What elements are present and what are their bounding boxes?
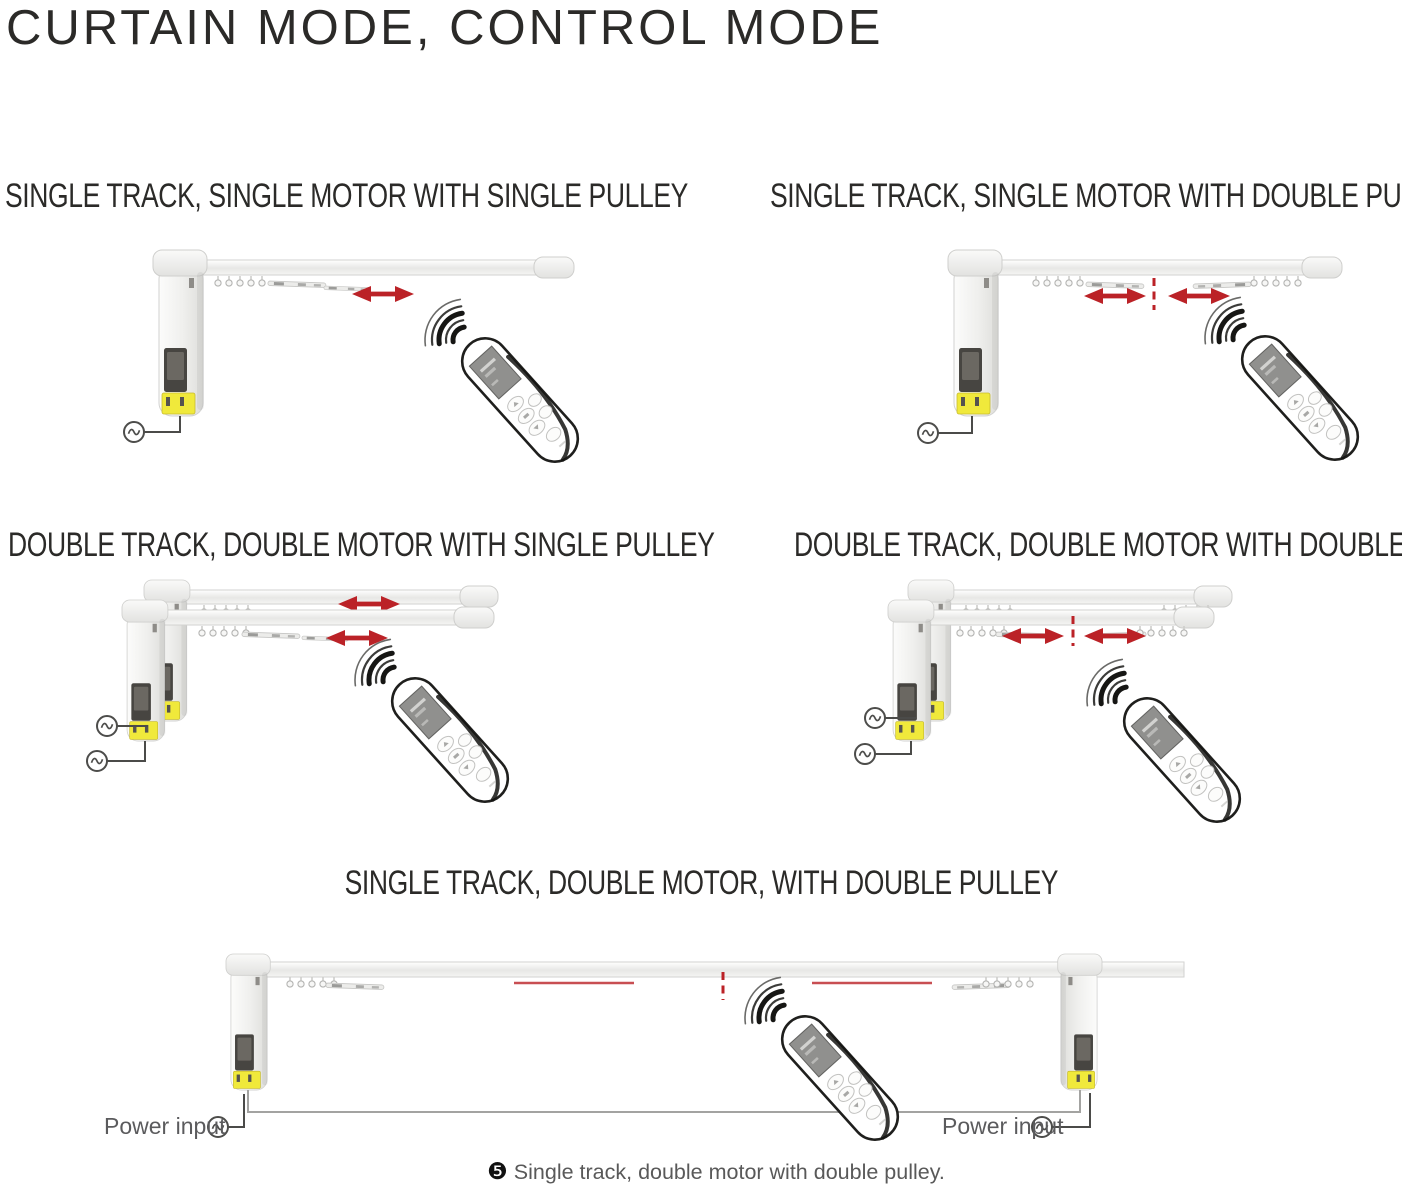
curtain-track [947, 589, 1199, 605]
signal-waves-icon [740, 977, 786, 1023]
power-cord [107, 741, 146, 762]
remote-control [450, 326, 590, 474]
curtain-track [183, 589, 465, 605]
belt-carrier [1192, 281, 1252, 290]
figure-caption-text: Single track, double motor with double p… [513, 1160, 945, 1184]
diagram-double-track-double-motor-single-pulley [86, 579, 520, 814]
move-arrow-icon [1002, 628, 1064, 644]
ac-power-icon [864, 707, 886, 729]
signal-waves-icon [350, 639, 396, 685]
diagram-single-track-double-motor-double-pulley [207, 953, 1185, 1152]
remote-control [1112, 686, 1252, 834]
glider-hooks [1032, 275, 1084, 287]
belt-carrier [1085, 281, 1145, 290]
section-title-4: DOUBLE TRACK, DOUBLE MOTOR WITH DOUBLE P… [794, 526, 1402, 564]
move-arrow-icon [326, 630, 388, 646]
section-title-2: SINGLE TRACK, SINGLE MOTOR WITH DOUBLE P… [770, 177, 1402, 215]
track-end-cap [1301, 256, 1343, 279]
belt-carrier [267, 280, 327, 289]
section-title-1: SINGLE TRACK, SINGLE MOTOR WITH SINGLE P… [5, 177, 688, 215]
motor-unit [121, 599, 169, 742]
power-cord [938, 416, 973, 434]
curtain-track [195, 259, 539, 276]
remote-control [1230, 324, 1370, 472]
signal-waves-icon [1082, 659, 1128, 705]
belt-carrier [951, 982, 1011, 991]
move-arrow-icon [1084, 288, 1146, 304]
belt-carrier [325, 982, 385, 991]
section-title-3: DOUBLE TRACK, DOUBLE MOTOR WITH SINGLE P… [8, 526, 715, 564]
move-arrow-icon [1084, 628, 1146, 644]
diagram-double-track-double-motor-double-pulley [854, 579, 1252, 834]
glider-hooks [214, 275, 266, 287]
power-input-label-left: Power input [104, 1113, 226, 1139]
section-title-5: SINGLE TRACK, DOUBLE MOTOR, WITH DOUBLE … [344, 864, 1058, 902]
ac-power-icon [96, 715, 118, 737]
ac-power-icon [86, 750, 108, 772]
page-title: CURTAIN MODE, CONTROL MODE [6, 1, 884, 55]
power-cord [1052, 1093, 1091, 1128]
ac-power-icon [917, 422, 939, 444]
move-arrow-icon [1168, 288, 1230, 304]
glider-hooks [1250, 275, 1302, 287]
track-end-cap [459, 585, 499, 608]
belt-carrier [241, 631, 301, 640]
track-end-cap [533, 256, 575, 279]
motor-unit [947, 249, 1003, 417]
motor-link-line [247, 1090, 1081, 1113]
figure-number-badge: ❺ [487, 1158, 508, 1184]
curtain-track [989, 259, 1307, 276]
track-end-cap [453, 606, 495, 629]
curtain-track [927, 609, 1179, 626]
signal-waves-icon [1200, 297, 1246, 343]
motor-unit [1057, 953, 1103, 1091]
remote-control [770, 1004, 910, 1152]
motor-unit [887, 599, 935, 742]
motor-unit [152, 249, 208, 417]
ac-power-icon [123, 421, 145, 443]
power-cord [228, 1094, 245, 1128]
remote-control [380, 666, 520, 814]
diagram-single-track-single-motor-single-pulley [123, 249, 590, 474]
signal-waves-icon [420, 299, 466, 345]
power-cord [875, 741, 912, 755]
ac-power-icon [854, 743, 876, 765]
track-end-cap [1173, 606, 1215, 629]
diagram-single-track-single-motor-double-pulley [917, 249, 1370, 472]
power-cord [144, 416, 181, 433]
track-end-cap [1193, 585, 1233, 608]
motor-unit [225, 953, 271, 1091]
curtain-track [161, 609, 459, 626]
power-input-label-right: Power input [942, 1113, 1064, 1139]
